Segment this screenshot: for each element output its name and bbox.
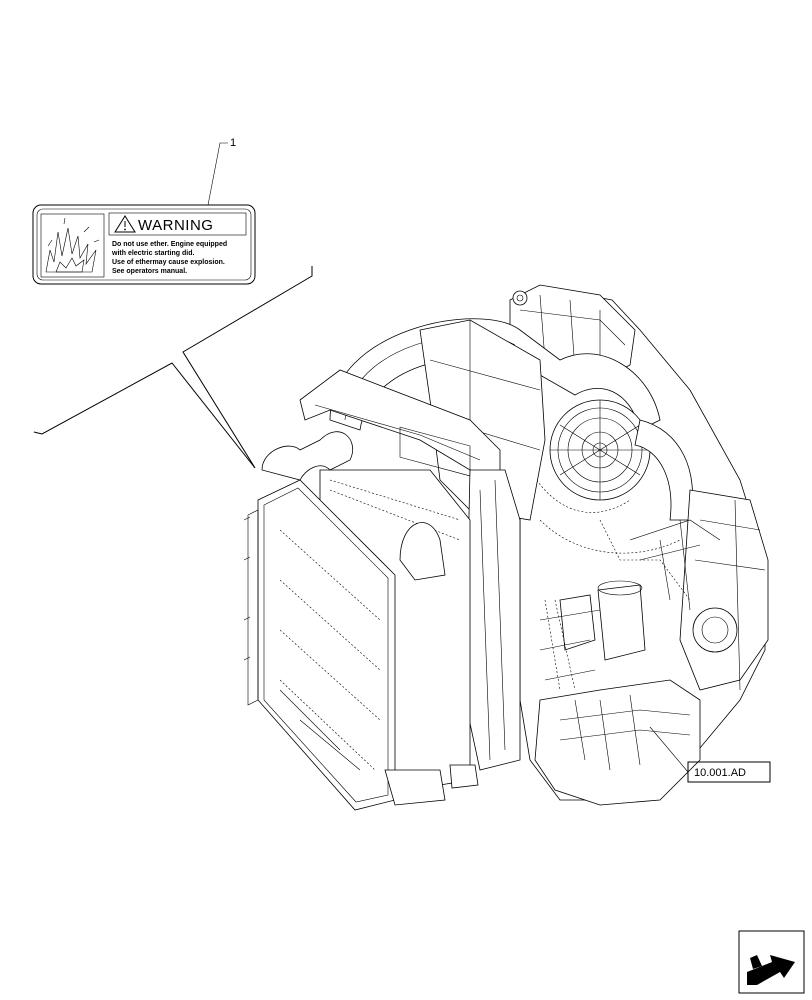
reference-callout[interactable]: 10.001.AD xyxy=(649,726,771,783)
callout-number: 1 xyxy=(230,137,236,149)
decal-heading-band xyxy=(108,212,247,236)
explosion-icon xyxy=(45,217,100,273)
reference-label[interactable]: 10.001.AD xyxy=(694,767,746,779)
warning-decal: WARNING Do not use ether. Engine equippe… xyxy=(32,204,256,285)
decal-inner-border xyxy=(36,208,252,281)
callout-1: 1 xyxy=(207,137,236,206)
callout-leader xyxy=(207,142,228,206)
decal-line-1: Do not use ether. Engine equipped xyxy=(112,241,227,248)
reference-leader xyxy=(649,726,689,773)
engine-illustration xyxy=(243,284,769,811)
decal-line-3: Use of ethermay cause explosion. xyxy=(112,259,225,266)
decal-heading: WARNING xyxy=(138,217,213,234)
decal-outer-border xyxy=(32,204,256,285)
alert-triangle-icon xyxy=(114,215,136,233)
location-pointer xyxy=(33,266,313,469)
next-page-arrow-icon[interactable] xyxy=(738,930,805,994)
decal-line-2: with electric starting did. xyxy=(111,250,195,257)
reference-box xyxy=(687,761,771,783)
decal-line-4: See operators manual. xyxy=(112,268,187,275)
decal-symbol-panel xyxy=(40,213,105,278)
